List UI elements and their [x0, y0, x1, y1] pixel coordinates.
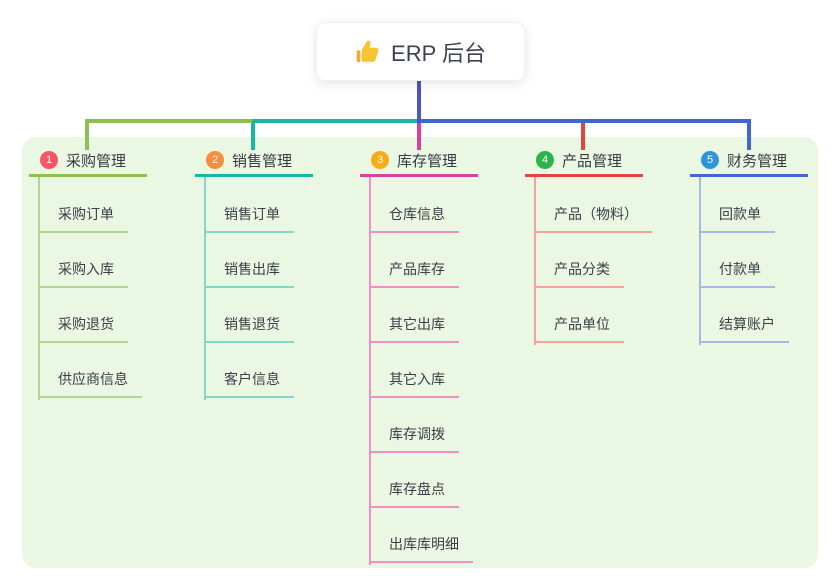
branch-title: 财务管理 — [727, 152, 788, 170]
branch-title: 产品管理 — [562, 152, 623, 170]
child-node: 产品分类 — [534, 259, 624, 288]
branch-header-purchase: 1 采购管理 — [29, 146, 147, 177]
branch-header-sales: 2 销售管理 — [195, 146, 313, 177]
branches-panel — [22, 137, 818, 568]
connector-drop-inventory — [417, 119, 421, 150]
connector-segment-blue — [417, 119, 751, 123]
connector-drop-product — [581, 119, 585, 150]
branch-header-product: 4 产品管理 — [525, 146, 643, 177]
child-node: 采购订单 — [38, 204, 128, 233]
child-node: 付款单 — [699, 259, 775, 288]
child-node: 其它入库 — [369, 369, 459, 398]
child-node: 产品（物料） — [534, 204, 652, 233]
child-node: 其它出库 — [369, 314, 459, 343]
branch-title: 销售管理 — [232, 152, 293, 170]
branch-product: 4 产品管理 产品（物料） 产品分类 产品单位 — [525, 146, 725, 345]
child-node: 库存盘点 — [369, 479, 459, 508]
child-node: 仓库信息 — [369, 204, 459, 233]
connector-drop-purchase — [85, 119, 89, 150]
badge-number: 2 — [206, 151, 224, 169]
child-node: 采购入库 — [38, 259, 128, 288]
badge-number: 1 — [40, 151, 58, 169]
branch-header-finance: 5 财务管理 — [690, 146, 808, 177]
branch-sales: 2 销售管理 销售订单 销售出库 销售退货 客户信息 — [195, 146, 395, 400]
branch-inventory: 3 库存管理 仓库信息 产品库存 其它出库 其它入库 库存调拨 库存盘点 出库库… — [360, 146, 560, 565]
child-node: 供应商信息 — [38, 369, 142, 398]
root-node: ERP 后台 — [316, 22, 525, 81]
child-node: 出库库明细 — [369, 534, 473, 563]
child-node: 销售订单 — [204, 204, 294, 233]
badge-number: 3 — [371, 151, 389, 169]
connector-root-stem — [417, 78, 421, 123]
thumbs-up-icon — [355, 39, 381, 65]
badge-number: 4 — [536, 151, 554, 169]
branch-header-inventory: 3 库存管理 — [360, 146, 478, 177]
connector-segment-teal — [252, 119, 419, 123]
branch-vline — [204, 177, 206, 400]
branch-vline — [699, 177, 701, 345]
child-node: 销售退货 — [204, 314, 294, 343]
branch-title: 采购管理 — [66, 152, 127, 170]
child-node: 销售出库 — [204, 259, 294, 288]
branch-purchase: 1 采购管理 采购订单 采购入库 采购退货 供应商信息 — [29, 146, 229, 400]
child-node: 产品库存 — [369, 259, 459, 288]
connector-drop-sales — [251, 119, 255, 150]
branch-vline — [369, 177, 371, 565]
child-node: 库存调拨 — [369, 424, 459, 453]
badge-number: 5 — [701, 151, 719, 169]
root-title: ERP 后台 — [391, 40, 486, 66]
child-node: 产品单位 — [534, 314, 624, 343]
child-node: 回款单 — [699, 204, 775, 233]
branch-title: 库存管理 — [397, 152, 458, 170]
connector-drop-finance — [747, 119, 751, 150]
branch-vline — [38, 177, 40, 400]
child-node: 客户信息 — [204, 369, 294, 398]
connector-segment-green — [85, 119, 254, 123]
branch-vline — [534, 177, 536, 345]
child-node: 结算账户 — [699, 314, 789, 343]
branch-finance: 5 财务管理 回款单 付款单 结算账户 — [690, 146, 839, 345]
child-node: 采购退货 — [38, 314, 128, 343]
